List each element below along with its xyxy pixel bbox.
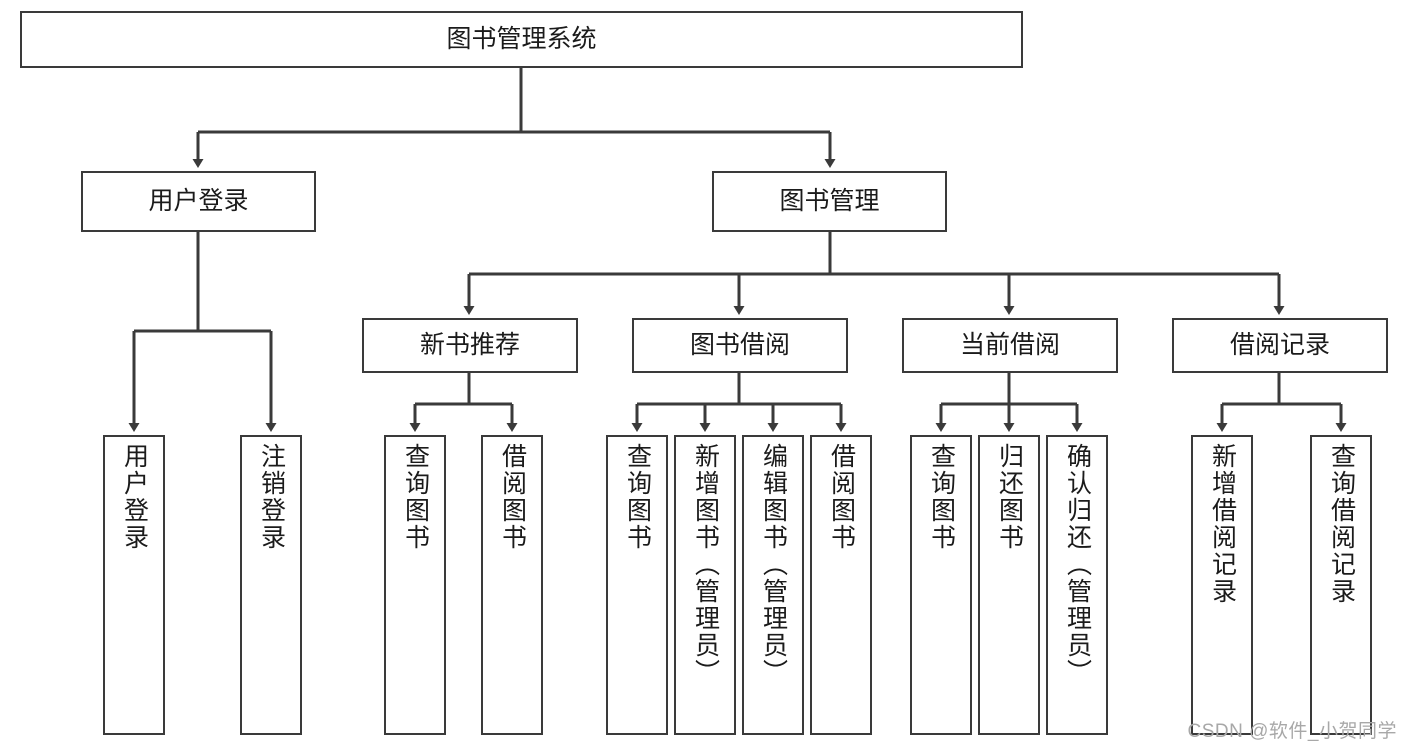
node-label: 图书管理 — [779, 186, 880, 215]
node-label: 图书借阅 — [689, 330, 790, 359]
node-label: 查询借阅记录 — [1327, 443, 1356, 605]
leaf-current-borrow-confirm-return[interactable]: 确认归还（管理员） — [1046, 435, 1108, 735]
node-label: 用户登录 — [120, 443, 149, 551]
node-label: 借阅图书 — [827, 443, 856, 551]
leaf-book-borrow-borrow[interactable]: 借阅图书 — [810, 435, 872, 735]
leaf-current-borrow-query[interactable]: 查询图书 — [910, 435, 972, 735]
node-borrow-record[interactable]: 借阅记录 — [1172, 318, 1388, 373]
csdn-watermark: CSDN @软件_小贺同学 — [1187, 721, 1397, 742]
leaf-book-borrow-edit[interactable]: 编辑图书（管理员） — [742, 435, 804, 735]
leaf-user-login-login[interactable]: 用户登录 — [103, 435, 165, 735]
leaf-new-book-query[interactable]: 查询图书 — [384, 435, 446, 735]
leaf-user-login-logout[interactable]: 注销登录 — [240, 435, 302, 735]
node-label: 查询图书 — [401, 443, 430, 551]
leaf-borrow-record-query[interactable]: 查询借阅记录 — [1310, 435, 1372, 735]
node-current-borrow[interactable]: 当前借阅 — [902, 318, 1118, 373]
node-label: 当前借阅 — [959, 330, 1060, 359]
node-label: 归还图书 — [995, 443, 1024, 551]
node-label: 确认归还（管理员） — [1063, 443, 1092, 686]
node-root-system[interactable]: 图书管理系统 — [20, 11, 1023, 68]
node-book-borrow[interactable]: 图书借阅 — [632, 318, 848, 373]
node-label: 新书推荐 — [419, 330, 520, 359]
leaf-borrow-record-add[interactable]: 新增借阅记录 — [1191, 435, 1253, 735]
node-label: 新增图书（管理员） — [691, 443, 720, 686]
leaf-book-borrow-add[interactable]: 新增图书（管理员） — [674, 435, 736, 735]
node-label: 借阅记录 — [1229, 330, 1330, 359]
node-label: 借阅图书 — [498, 443, 527, 551]
leaf-book-borrow-query[interactable]: 查询图书 — [606, 435, 668, 735]
node-label: 查询图书 — [927, 443, 956, 551]
node-label: 新增借阅记录 — [1208, 443, 1237, 605]
node-label: 查询图书 — [623, 443, 652, 551]
node-label: 注销登录 — [257, 443, 286, 551]
node-label: 图书管理系统 — [446, 24, 597, 53]
node-book-management[interactable]: 图书管理 — [712, 171, 947, 232]
leaf-new-book-borrow[interactable]: 借阅图书 — [481, 435, 543, 735]
node-user-login[interactable]: 用户登录 — [81, 171, 316, 232]
node-label: 编辑图书（管理员） — [759, 443, 788, 686]
node-new-book-recommend[interactable]: 新书推荐 — [362, 318, 578, 373]
leaf-current-borrow-return[interactable]: 归还图书 — [978, 435, 1040, 735]
node-label: 用户登录 — [148, 186, 249, 215]
